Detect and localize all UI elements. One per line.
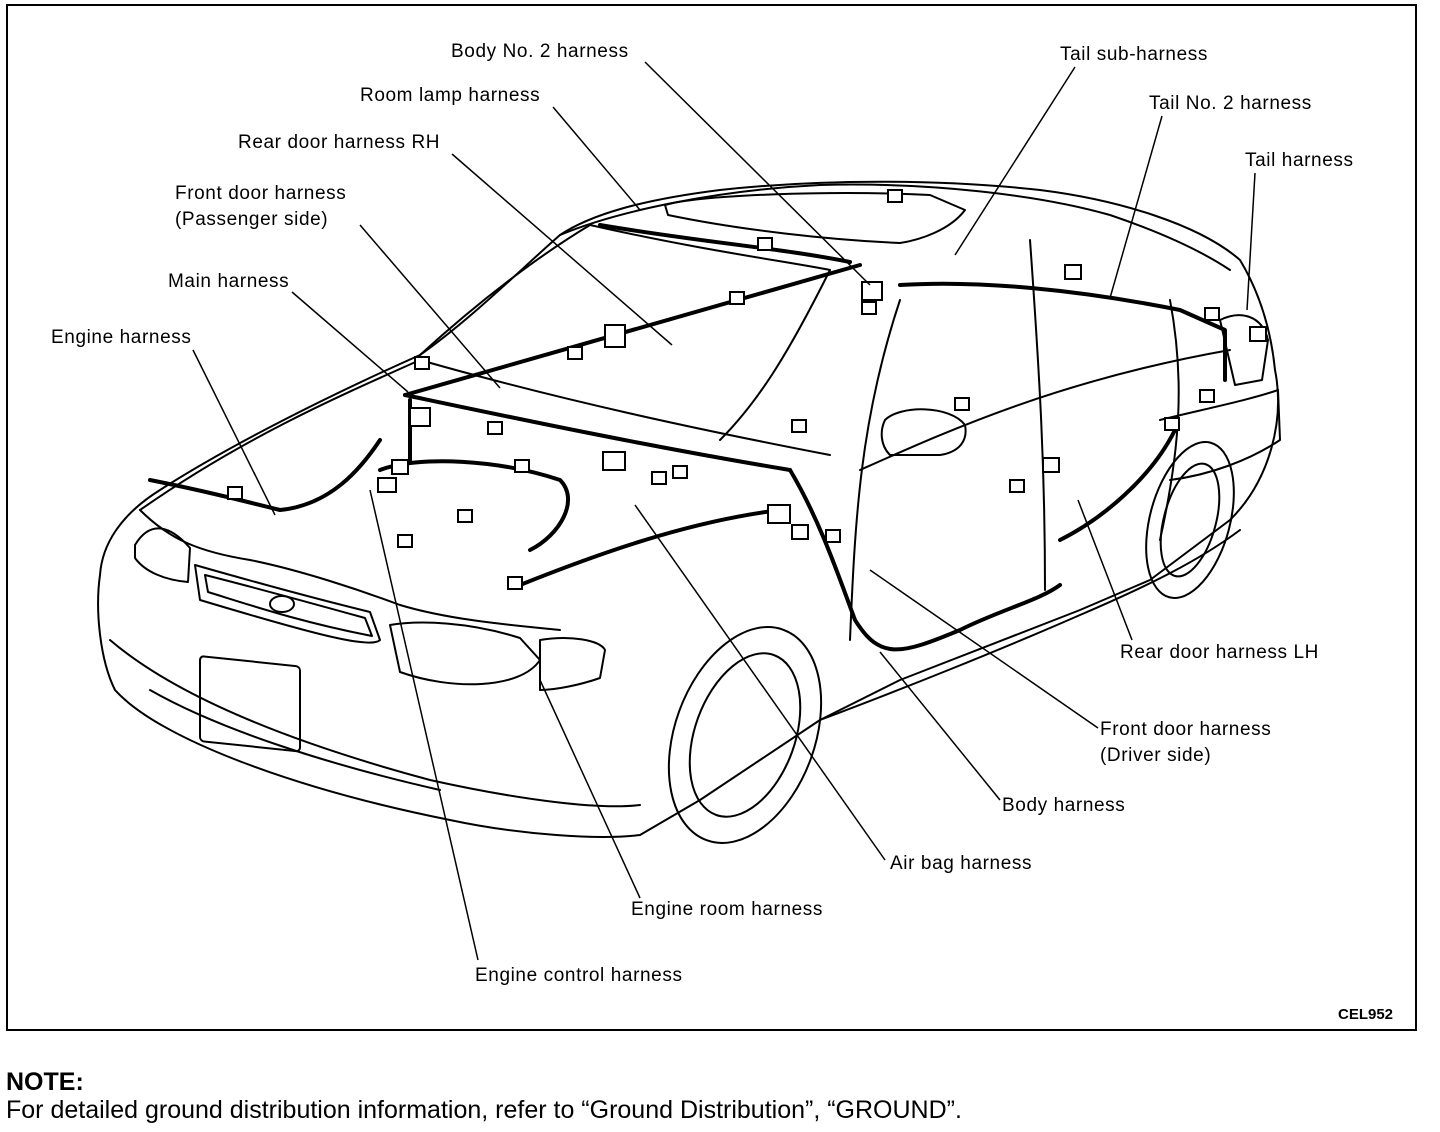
leader-main [291,291,409,393]
connector [227,486,243,500]
hood-front [139,509,561,631]
label-rear-door-harness-lh: Rear door harness LH [1120,642,1319,663]
roof-run [598,223,852,264]
main-harness-run [403,393,792,472]
leader-body-no2 [644,61,871,286]
connector [1064,264,1082,280]
windshield [419,224,831,441]
label-air-bag-harness: Air bag harness [890,853,1033,874]
leader-engine-control [369,489,479,961]
connector [414,356,430,370]
side-mirror [880,408,967,456]
connector [391,459,409,475]
label-engine-control-harness: Engine control harness [475,965,683,986]
label-front-door-harness-passenger: Front door harness [175,183,347,204]
headlight-left [134,527,191,583]
grille-outline [194,564,381,644]
label-body-harness: Body harness [1002,795,1126,816]
body-harness-run [788,468,1062,652]
leader-tail [1246,172,1256,311]
tail-lamp [1219,314,1269,386]
tail-run [898,281,1227,382]
connector [457,509,473,523]
connector [651,471,667,485]
label-tail-no2-harness: Tail No. 2 harness [1149,93,1312,114]
leader-rear-door-lh [1077,499,1133,641]
label-room-lamp-harness: Room lamp harness [360,85,541,106]
car-harness-drawing [97,61,1281,961]
label-driver-side: (Driver side) [1100,745,1212,766]
bumper-lower [149,689,441,791]
door-line-front [849,299,901,641]
connector [1199,389,1215,403]
label-main-harness: Main harness [168,271,290,292]
connector [861,301,877,315]
rear-wheel-outer [1145,441,1235,599]
grille-emblem [269,595,295,613]
rear-door-lh-run [1058,428,1177,542]
connector [861,281,883,301]
label-passenger-side: (Passenger side) [175,209,329,230]
connector [1042,457,1060,473]
connector [507,576,523,590]
connector [825,529,841,543]
leader-tail-sub [954,66,1076,256]
label-body-no2-harness: Body No. 2 harness [451,41,629,62]
connector [791,419,807,433]
connector [487,421,503,435]
front-wheel-inner [688,652,802,818]
label-engine-room-harness: Engine room harness [631,899,824,920]
leader-room-lamp [552,106,641,211]
connector [791,524,809,540]
rear-bumper [1159,389,1281,481]
side-sill [819,529,1241,721]
leader-tail-no2 [1109,115,1163,299]
leader-engine-room [539,679,641,899]
engine-room-run [378,459,571,552]
car-body-outline [97,180,1279,838]
connector [514,459,530,473]
engine-harness-run [148,438,382,512]
front-bumper [109,639,641,808]
leader-front-door-pass [359,224,501,389]
leader-engine [192,349,276,516]
leader-body [879,651,1001,801]
connector [567,346,583,360]
connector [1204,307,1220,321]
headlight-right-2 [539,637,606,691]
sunroof [664,192,966,244]
grille-inner [204,574,373,637]
label-engine-harness: Engine harness [51,327,192,348]
hood-line [139,359,831,511]
connector [729,291,745,305]
label-tail-harness: Tail harness [1245,150,1354,171]
connector [757,237,773,251]
connector [397,534,413,548]
label-rear-door-harness-rh: Rear door harness RH [238,132,441,153]
belt-line [859,349,1231,471]
connector [1249,326,1267,342]
door-line-mid [1029,239,1046,591]
leader-front-door-drv [869,569,1099,729]
leader-air-bag [634,504,886,861]
connector [954,397,970,411]
connector [377,477,397,493]
connector [1009,479,1025,493]
connector [604,324,626,348]
diagram-frame [6,4,1417,1031]
connector [672,465,688,479]
connector [767,504,791,524]
figure-code: CEL952 [1338,1006,1394,1023]
label-tail-sub-harness: Tail sub-harness [1060,44,1208,65]
label-front-door-harness-driver: Front door harness [1100,719,1272,740]
connector [602,451,626,471]
connector [887,189,903,203]
leader-rear-door-rh [451,153,673,346]
front-wheel-outer [667,626,823,844]
connector [1164,417,1180,431]
note-text: For detailed ground distribution informa… [6,1096,962,1124]
note-title: NOTE: [6,1068,84,1096]
connector [409,407,431,427]
airbag-run [518,508,782,587]
